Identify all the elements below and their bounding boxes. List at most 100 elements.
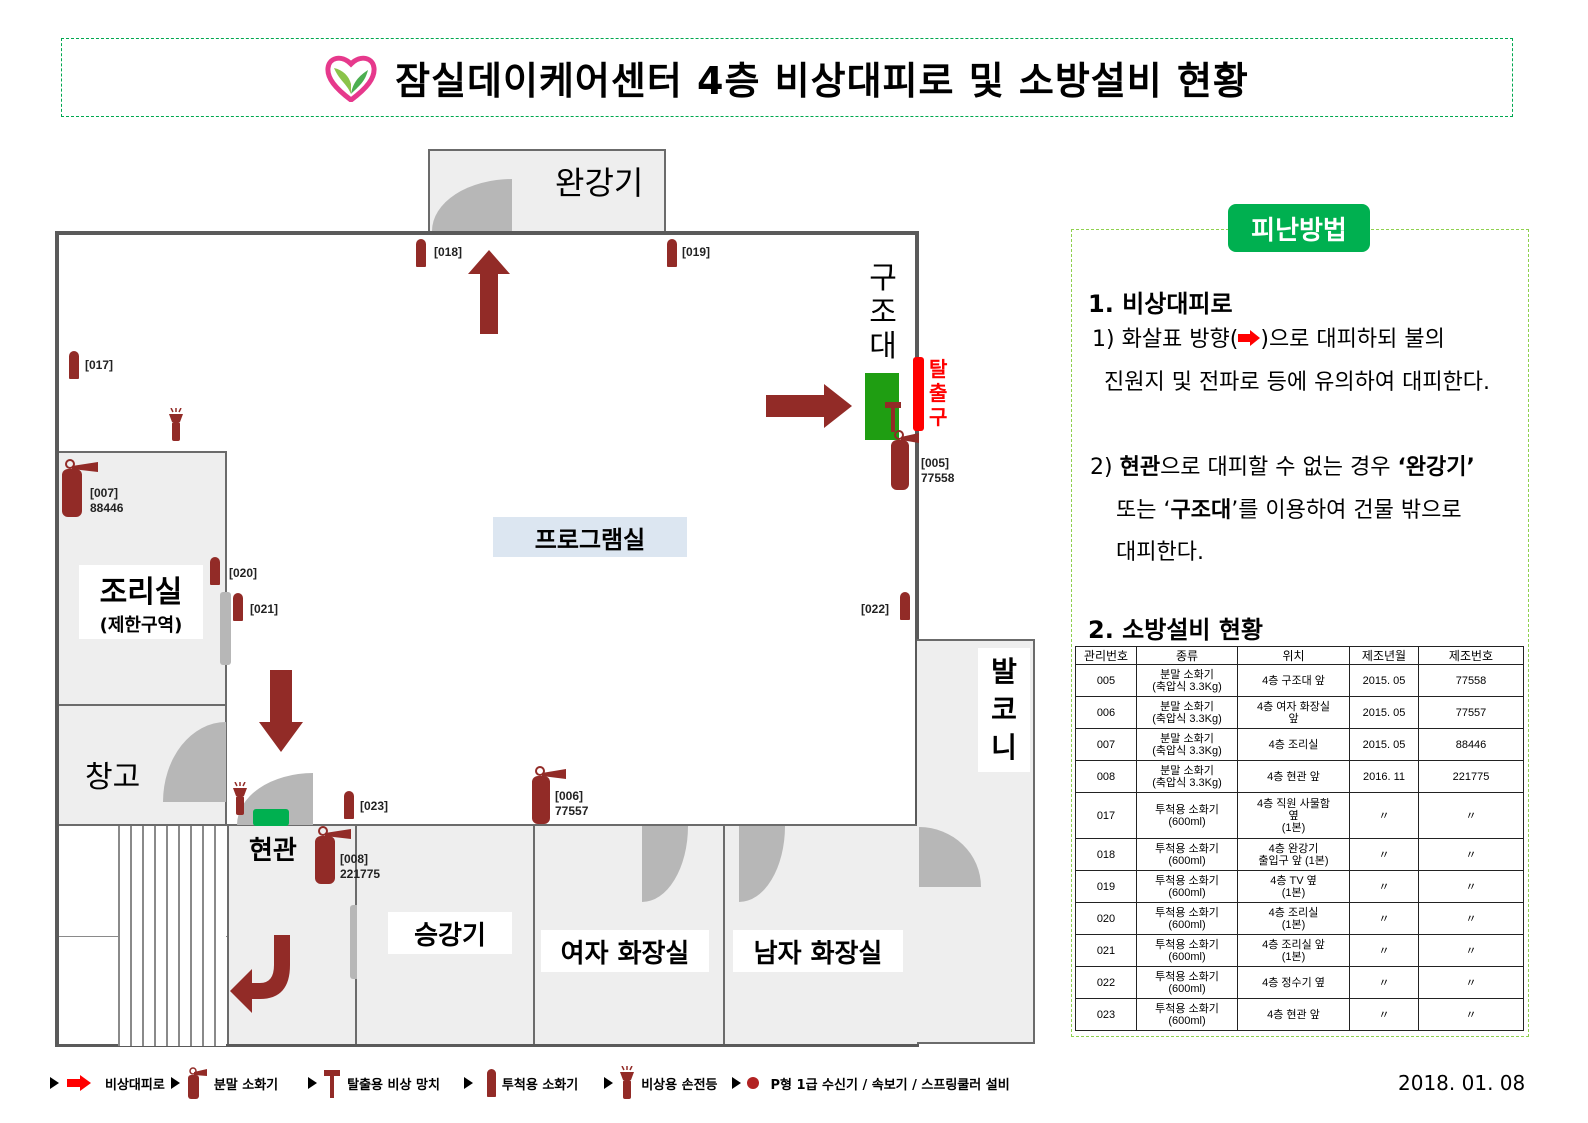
table-cell: 023 (1075, 998, 1137, 1031)
exit-char: 탈 (929, 357, 948, 381)
legend-item: 투척용 소화기 (501, 1077, 579, 1093)
table-cell: 017 (1075, 792, 1137, 839)
table-cell: 006 (1075, 696, 1137, 729)
throwing-extinguisher-icon (69, 351, 79, 379)
table-cell: 투척용 소화기 (600ml) (1136, 870, 1238, 903)
col-header: 제조년월 (1349, 646, 1419, 665)
table-cell: 투척용 소화기 (600ml) (1136, 934, 1238, 967)
marker-label: [008]221775 (340, 852, 380, 882)
table-cell: 〃 (1418, 838, 1524, 871)
flashlight-icon (620, 1066, 635, 1099)
throwing-extinguisher-icon (667, 239, 677, 267)
elevator-label: 승강기 (388, 912, 512, 954)
table-cell: 007 (1075, 728, 1137, 761)
panel-badge: 피난방법 (1228, 204, 1370, 252)
marker-label: [021] (250, 602, 279, 616)
marker-serial: 77557 (555, 804, 589, 818)
table-cell: 〃 (1349, 902, 1419, 935)
section1-title: 1. 비상대피로 (1088, 290, 1233, 318)
section2-title: 2. 소방설비 현황 (1088, 616, 1264, 644)
col-header: 종류 (1136, 646, 1238, 665)
table-cell: 4층 TV 옆 (1본) (1237, 870, 1350, 903)
text: )으로 대피하되 불의 (1260, 327, 1445, 352)
evacuation-arrow-down-icon (259, 670, 303, 752)
text: 으로 대피할 수 없는 경우 (1160, 455, 1398, 480)
col-header: 제조번호 (1418, 646, 1524, 665)
marker-label: [020] (229, 566, 258, 580)
balcony-char: 코 (991, 693, 1017, 726)
exit-char: 출 (929, 381, 948, 405)
text: ’를 이용하여 건물 밖으로 (1231, 498, 1462, 523)
bullet-triangle-icon (731, 1077, 741, 1089)
table-cell: 2016. 11 (1349, 760, 1419, 793)
storage-label: 창고 (85, 760, 141, 795)
table-cell: 〃 (1418, 998, 1524, 1031)
table-cell: 투척용 소화기 (600ml) (1136, 966, 1238, 999)
throwing-extinguisher-icon (210, 557, 220, 585)
section1-para2-end: 대피한다. (1116, 540, 1204, 565)
balcony-char: 발 (991, 655, 1017, 688)
legend-item: 비상용 손전등 (641, 1077, 718, 1093)
table-cell: 4층 직원 사물함 옆 (1본) (1237, 792, 1350, 839)
marker-serial: 221775 (340, 867, 381, 881)
entrance-label: 현관 (249, 836, 297, 866)
table-cell: 〃 (1418, 934, 1524, 967)
powder-extinguisher-icon (891, 430, 919, 490)
section1-para1-cont: 진원지 및 전파로 등에 유의하여 대피한다. (1104, 370, 1491, 395)
section1-para2: 2) 현관으로 대피할 수 없는 경우 ‘완강기’ (1090, 447, 1475, 489)
kitchen-label: 조리실 (99, 575, 183, 610)
marker-label: [022] (861, 602, 890, 616)
table-cell: 020 (1075, 902, 1137, 935)
table-cell: 〃 (1418, 870, 1524, 903)
legend-item: 분말 소화기 (213, 1077, 279, 1093)
table-cell: 4층 현관 앞 (1237, 760, 1350, 793)
marker-id: [008] (340, 852, 369, 866)
powder-extinguisher-icon (315, 826, 351, 884)
kitchen-label-box: 조리실 (제한구역) (79, 565, 203, 639)
table-cell: 〃 (1349, 838, 1419, 871)
bullet-triangle-icon (170, 1077, 180, 1089)
throwing-extinguisher-icon (900, 592, 910, 620)
bullet-triangle-icon (604, 1077, 614, 1089)
table-cell: 221775 (1418, 760, 1524, 793)
table-cell: 77558 (1418, 664, 1524, 697)
marker-label: [007]88446 (90, 486, 123, 516)
kitchen-note: (제한구역) (99, 615, 183, 636)
red-dot-icon (746, 1077, 759, 1089)
exit-bar (913, 357, 924, 431)
text: 또는 ‘ (1116, 498, 1171, 523)
womens-restroom-label: 여자 화장실 (541, 930, 709, 972)
emergency-hammer-icon (885, 402, 901, 432)
exit-char: 구 (929, 405, 948, 429)
table-cell: 투척용 소화기 (600ml) (1136, 902, 1238, 935)
table-cell: 〃 (1349, 934, 1419, 967)
sliding-door (220, 592, 231, 665)
table-cell: 4층 여자 화장실 앞 (1237, 696, 1350, 729)
flashlight-icon (169, 408, 183, 441)
marker-label: [017] (85, 358, 114, 372)
col-header: 관리번호 (1075, 646, 1137, 665)
table-cell: 4층 조리실 (1237, 728, 1350, 761)
bullet-triangle-icon (463, 1077, 473, 1089)
evacuation-arrow-right-icon (766, 384, 852, 428)
marker-label: [005]77558 (921, 456, 954, 486)
exit-label: 탈 출 구 (929, 357, 947, 429)
text: 1) 화살표 방향( (1092, 327, 1239, 352)
powder-extinguisher-icon (62, 459, 98, 517)
table-cell: 분말 소화기 (축압식 3.3Kg) (1136, 728, 1238, 761)
table-cell: 〃 (1349, 870, 1419, 903)
text-bold: 구조대 (1170, 498, 1232, 523)
throwing-extinguisher-icon (344, 791, 354, 819)
balcony-label: 발 코 니 (978, 648, 1030, 772)
table-cell: 〃 (1349, 792, 1419, 839)
marker-serial: 77558 (921, 471, 955, 485)
marker-label: [018] (434, 245, 463, 259)
table-cell: 008 (1075, 760, 1137, 793)
table-cell: 019 (1075, 870, 1137, 903)
